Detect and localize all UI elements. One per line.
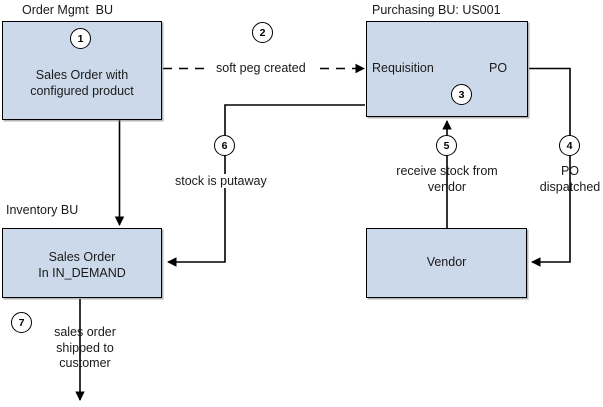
edge-label-sales-order-shipped: sales order shipped to customer: [54, 325, 116, 370]
step-2-soft-peg[interactable]: 2: [252, 22, 273, 43]
bu-label-purchasing: Purchasing BU: US001: [372, 3, 501, 17]
edge-label-soft-peg-created: soft peg created: [213, 61, 309, 75]
edge-label-stock-is-putaway: stock is putaway: [172, 174, 270, 188]
step-7-shipped[interactable]: 7: [11, 312, 32, 333]
step-1-sales-order[interactable]: 1: [70, 28, 91, 49]
box-sales-order-in-demand[interactable]: [2, 228, 162, 298]
edge-label-receive-stock-from-vendor: receive stock from vendor: [396, 164, 498, 194]
bu-label-inventory: Inventory BU: [6, 203, 79, 217]
step-6-stock-putaway[interactable]: 6: [214, 135, 235, 156]
edge-label-po-dispatched: PO dispatched: [539, 164, 601, 194]
box-vendor[interactable]: [366, 228, 527, 298]
step-5-receive-stock[interactable]: 5: [436, 135, 457, 156]
box-requisition-po[interactable]: [366, 21, 528, 117]
step-3-requisition-po[interactable]: 3: [451, 84, 472, 105]
bu-label-order-mgmt: Order Mgmt BU: [22, 3, 113, 17]
step-4-po-dispatched[interactable]: 4: [559, 135, 580, 156]
